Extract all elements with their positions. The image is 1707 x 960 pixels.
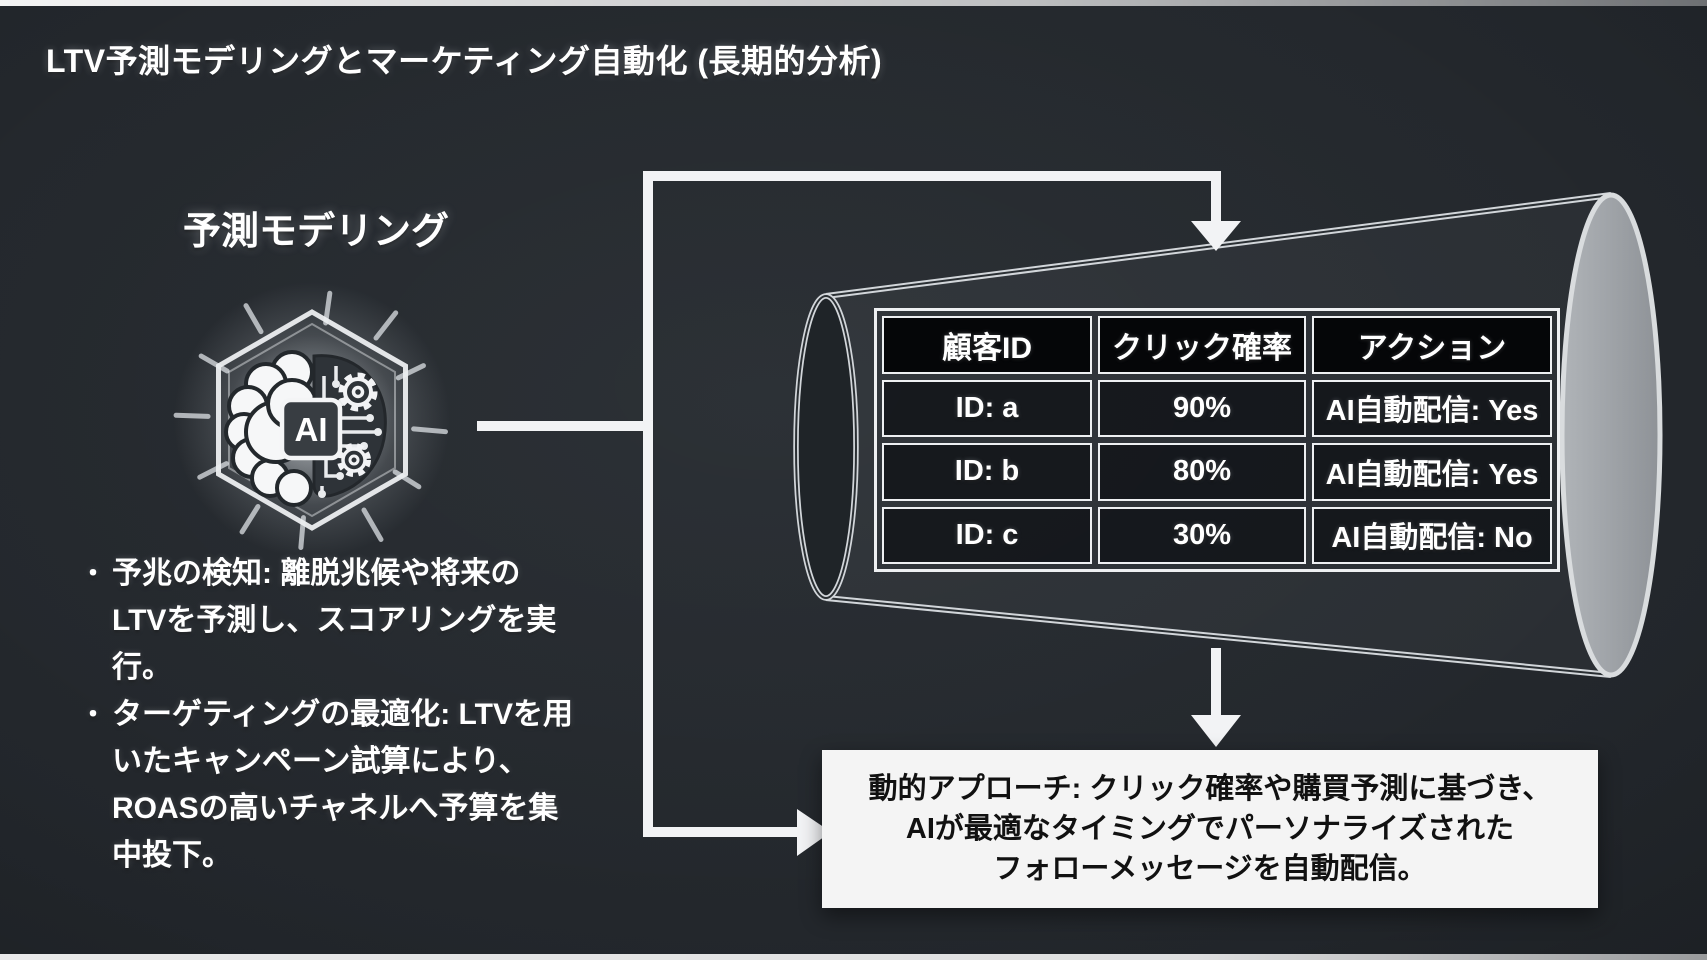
table-cell: 90%	[1098, 379, 1306, 437]
table-cell: AI自動配信: Yes	[1312, 379, 1552, 437]
funnel-bottom-edge-inner	[825, 597, 1612, 676]
page-title: LTV予測モデリングとマーケティング自動化 (長期的分析)	[46, 43, 883, 79]
table-cell: ID: a	[882, 379, 1092, 437]
dynamic-approach-callout: 動的アプローチ: クリック確率や購買予測に基づき、 AIが最適なタイミングでパー…	[822, 750, 1598, 908]
bullet-marker: ・	[80, 699, 107, 729]
funnel-left-opening-inner	[795, 295, 857, 599]
ai-chip-label: AI	[295, 411, 328, 448]
bullet-item-targeting: ・ ターゲティングの最適化: LTVを用 いたキャンペーン試算により、 ROAS…	[72, 691, 592, 879]
table-header-cell: 顧客ID	[882, 316, 1092, 374]
bullet-line: 予兆の検知: 離脱兆候や将来の	[112, 557, 521, 590]
bullet-item-detection: ・ 予兆の検知: 離脱兆候や将来の LTVを予測し、スコアリングを実行。	[72, 550, 592, 691]
click-probability-table: 顧客ID クリック確率 アクション ID: a 90% AI自動配信: Yes …	[874, 308, 1560, 572]
table-header-cell: クリック確率	[1098, 316, 1306, 374]
glow-rays-icon	[173, 290, 448, 551]
bullet-line: 中投下。	[112, 839, 232, 872]
funnel-shape	[793, 192, 1663, 678]
down-arrowhead-into-funnel	[1191, 221, 1241, 251]
ai-chip	[279, 397, 343, 461]
table-cell: AI自動配信: Yes	[1312, 443, 1552, 501]
table-header-cell: アクション	[1312, 316, 1552, 374]
connector-vertical-spine	[643, 171, 653, 837]
gear-icon	[338, 372, 378, 412]
bottom-edge-highlight	[0, 954, 1707, 960]
connector-top-horizontal	[643, 171, 1221, 181]
bullet-line: ターゲティングの最適化: LTVを用	[112, 698, 573, 731]
table-cell: ID: b	[882, 443, 1092, 501]
hexagon-outline-icon	[216, 309, 408, 531]
down-arrowhead-into-callout	[1191, 715, 1241, 747]
connector-bottom-horizontal	[643, 827, 799, 837]
top-edge-highlight	[0, 0, 1707, 6]
bullet-marker: ・	[80, 558, 107, 588]
connector-top-arrow-shaft	[1211, 176, 1221, 224]
bullet-line: ROASの高いチャネルへ予算を集	[112, 792, 559, 825]
callout-line: 動的アプローチ: クリック確率や購買予測に基づき、	[868, 773, 1552, 805]
table-cell: AI自動配信: No	[1312, 506, 1552, 564]
ai-brain-circuit-icon: AI	[173, 282, 450, 558]
funnel-right-cap	[1559, 192, 1663, 678]
table-cell: 30%	[1098, 506, 1306, 564]
right-arrowhead-into-callout	[797, 809, 831, 856]
connector-funnel-to-callout-shaft	[1211, 648, 1221, 718]
table-cell: 80%	[1098, 443, 1306, 501]
callout-line: AIが最適なタイミングでパーソナライズされた	[905, 813, 1515, 845]
gear-icon-small	[337, 443, 371, 477]
table-cell: ID: c	[882, 506, 1092, 564]
bullet-line: いたキャンペーン試算により、	[112, 745, 529, 778]
bullet-list: ・ 予兆の検知: 離脱兆候や将来の LTVを予測し、スコアリングを実行。 ・ タ…	[72, 550, 592, 879]
predictive-modeling-heading: 予測モデリング	[182, 211, 449, 253]
bullet-line: LTVを予測し、スコアリングを実行。	[112, 604, 557, 684]
connectors	[477, 171, 1241, 856]
connector-icon-to-elbow	[477, 421, 653, 431]
callout-line: フォローメッセージを自動配信。	[993, 853, 1427, 885]
